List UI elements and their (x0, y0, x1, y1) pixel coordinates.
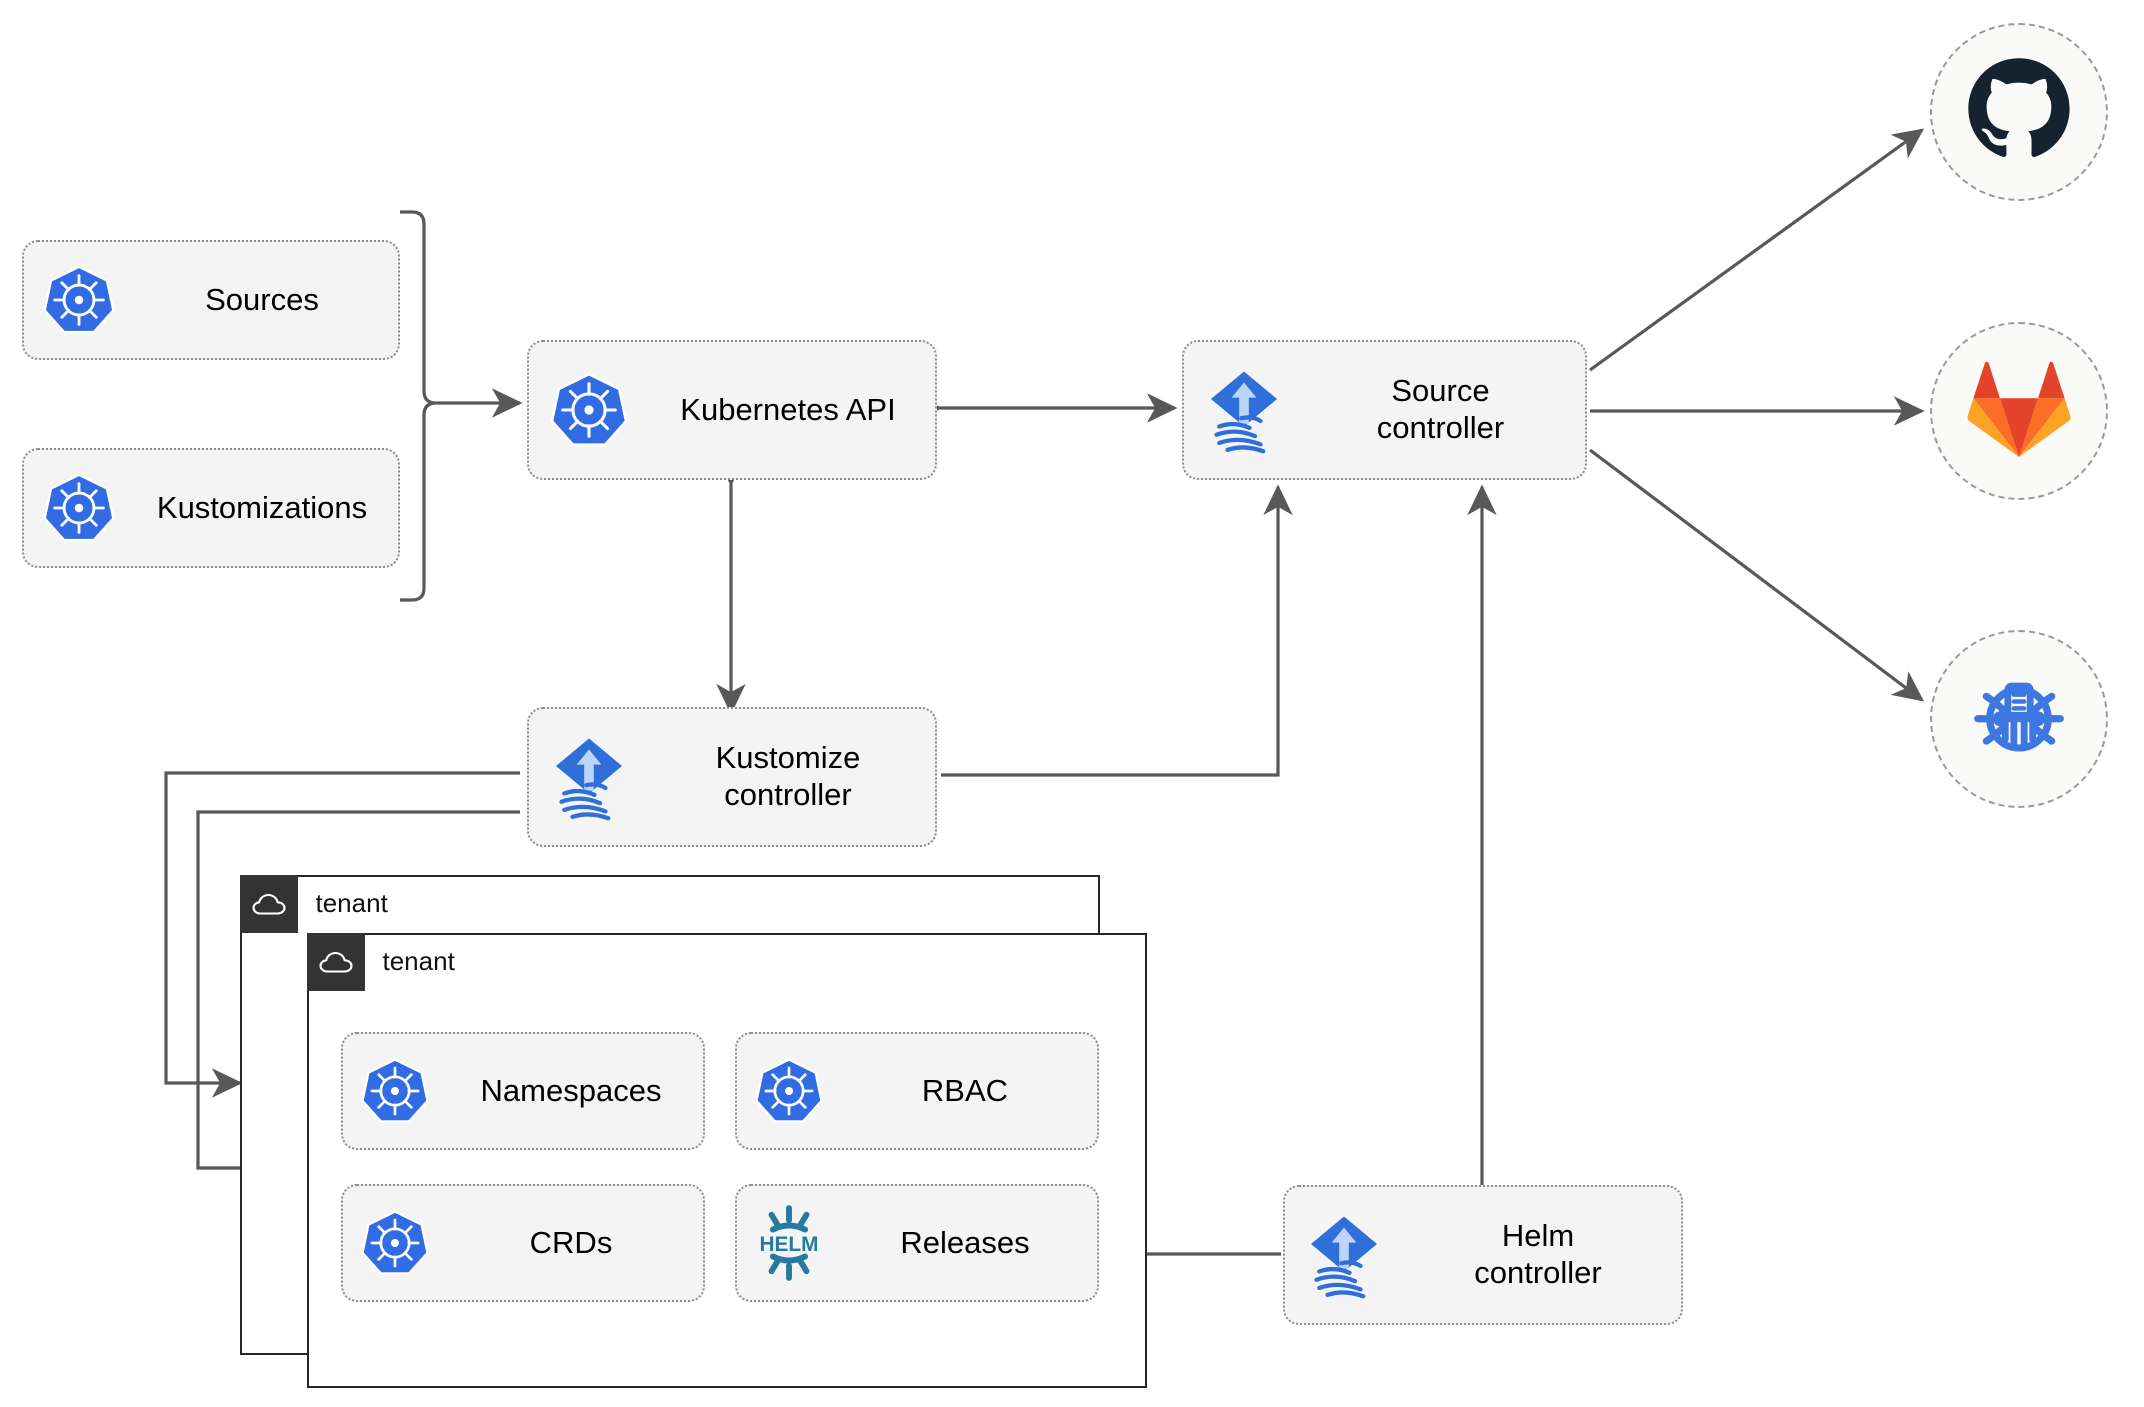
kubernetes-icon (24, 262, 134, 338)
node-label: Kustomizations (156, 489, 368, 525)
node-label: Kustomize controller (715, 740, 861, 812)
connector-source-to-github (1589, 128, 1925, 372)
kubernetes-icon (343, 1055, 447, 1127)
cloud-icon (239, 874, 298, 933)
node-label: Kubernetes API (680, 391, 896, 427)
kubernetes-icon (529, 369, 649, 451)
node-kustomize-controller[interactable]: Kustomize controller (527, 707, 937, 847)
node-source-controller[interactable]: Source controller (1182, 340, 1587, 480)
provider-github[interactable] (1930, 23, 2108, 201)
node-label: Namespaces (480, 1072, 662, 1108)
connector-kustomize-to-source (941, 484, 1293, 777)
connector-resources-bracket (400, 210, 437, 602)
tenant-header: tenant (239, 874, 388, 933)
node-label: Source controller (1376, 373, 1505, 445)
connector-source-to-helm-repository (1589, 448, 1925, 702)
cloud-icon (306, 932, 365, 991)
flux-icon (1184, 366, 1304, 454)
tenant-label: tenant (382, 946, 455, 976)
flux-icon (1285, 1211, 1403, 1299)
node-label: CRDs (529, 1224, 613, 1260)
node-helm-controller[interactable]: Helm controller (1283, 1185, 1683, 1325)
provider-helm-repository[interactable] (1930, 630, 2108, 808)
node-label: Releases (900, 1224, 1030, 1260)
node-namespaces[interactable]: Namespaces (341, 1032, 705, 1150)
gitlab-icon (1967, 359, 2071, 464)
tenant-header: tenant (306, 932, 455, 991)
github-icon (1965, 56, 2073, 169)
kubernetes-icon (343, 1207, 447, 1279)
tenant-label: tenant (315, 888, 388, 918)
provider-gitlab[interactable] (1930, 322, 2108, 500)
helm-icon: HELM (737, 1200, 841, 1286)
node-kustomizations[interactable]: Kustomizations (22, 448, 400, 568)
node-rbac[interactable]: RBAC (735, 1032, 1099, 1150)
node-label: RBAC (921, 1072, 1009, 1108)
node-label: Sources (205, 281, 319, 317)
helm-repository-icon (1964, 662, 2074, 777)
node-releases[interactable]: HELM Releases (735, 1184, 1099, 1302)
tenant-container-front[interactable]: tenant (306, 932, 1147, 1388)
node-crds[interactable]: CRDs (341, 1184, 705, 1302)
flux-icon (529, 733, 649, 821)
kubernetes-icon (24, 470, 134, 546)
kubernetes-icon (737, 1055, 841, 1127)
node-label: Helm controller (1474, 1218, 1602, 1290)
node-kubernetes-api[interactable]: Kubernetes API (527, 340, 937, 480)
helm-wordmark: HELM (760, 1233, 819, 1256)
node-sources[interactable]: Sources (22, 240, 400, 360)
